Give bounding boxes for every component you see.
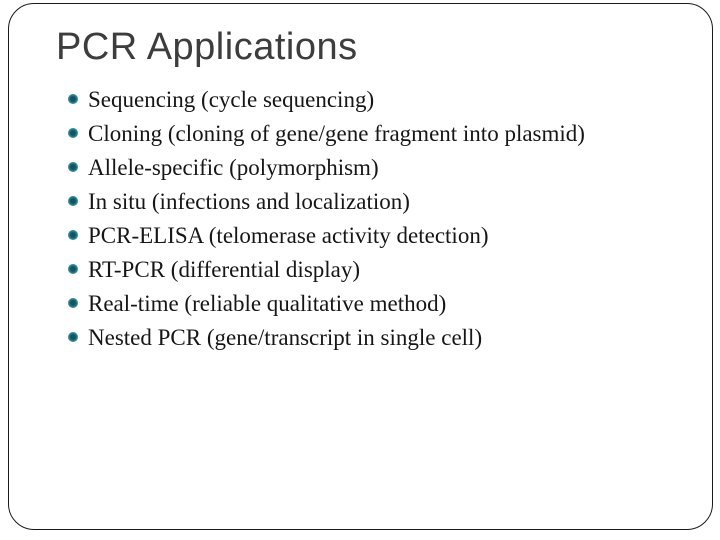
bullet-list: Sequencing (cycle sequencing) Cloning (c… <box>64 83 664 355</box>
list-item: Sequencing (cycle sequencing) <box>64 83 664 117</box>
list-item: Allele-specific (polymorphism) <box>64 151 664 185</box>
bullet-icon <box>68 196 78 206</box>
bullet-icon <box>68 264 78 274</box>
list-item-text: RT-PCR (differential display) <box>88 257 361 282</box>
list-item: Cloning (cloning of gene/gene fragment i… <box>64 117 664 151</box>
list-item-text: Nested PCR (gene/transcript in single ce… <box>88 325 483 350</box>
list-item-text: Real-time (reliable qualitative method) <box>88 291 447 316</box>
list-item-text: Allele-specific (polymorphism) <box>88 155 379 180</box>
list-item: RT-PCR (differential display) <box>64 253 664 287</box>
bullet-icon <box>68 298 78 308</box>
list-item: PCR-ELISA (telomerase activity detection… <box>64 219 664 253</box>
list-item-text: In situ (infections and localization) <box>88 189 410 214</box>
list-item: Real-time (reliable qualitative method) <box>64 287 664 321</box>
list-item: In situ (infections and localization) <box>64 185 664 219</box>
slide-title: PCR Applications <box>56 26 358 68</box>
list-item-text: PCR-ELISA (telomerase activity detection… <box>88 223 489 248</box>
bullet-icon <box>68 128 78 138</box>
list-item-text: Cloning (cloning of gene/gene fragment i… <box>88 121 585 146</box>
bullet-icon <box>68 332 78 342</box>
list-item: Nested PCR (gene/transcript in single ce… <box>64 321 664 355</box>
list-item-text: Sequencing (cycle sequencing) <box>88 87 375 112</box>
bullet-icon <box>68 94 78 104</box>
bullet-icon <box>68 162 78 172</box>
bullet-icon <box>68 230 78 240</box>
